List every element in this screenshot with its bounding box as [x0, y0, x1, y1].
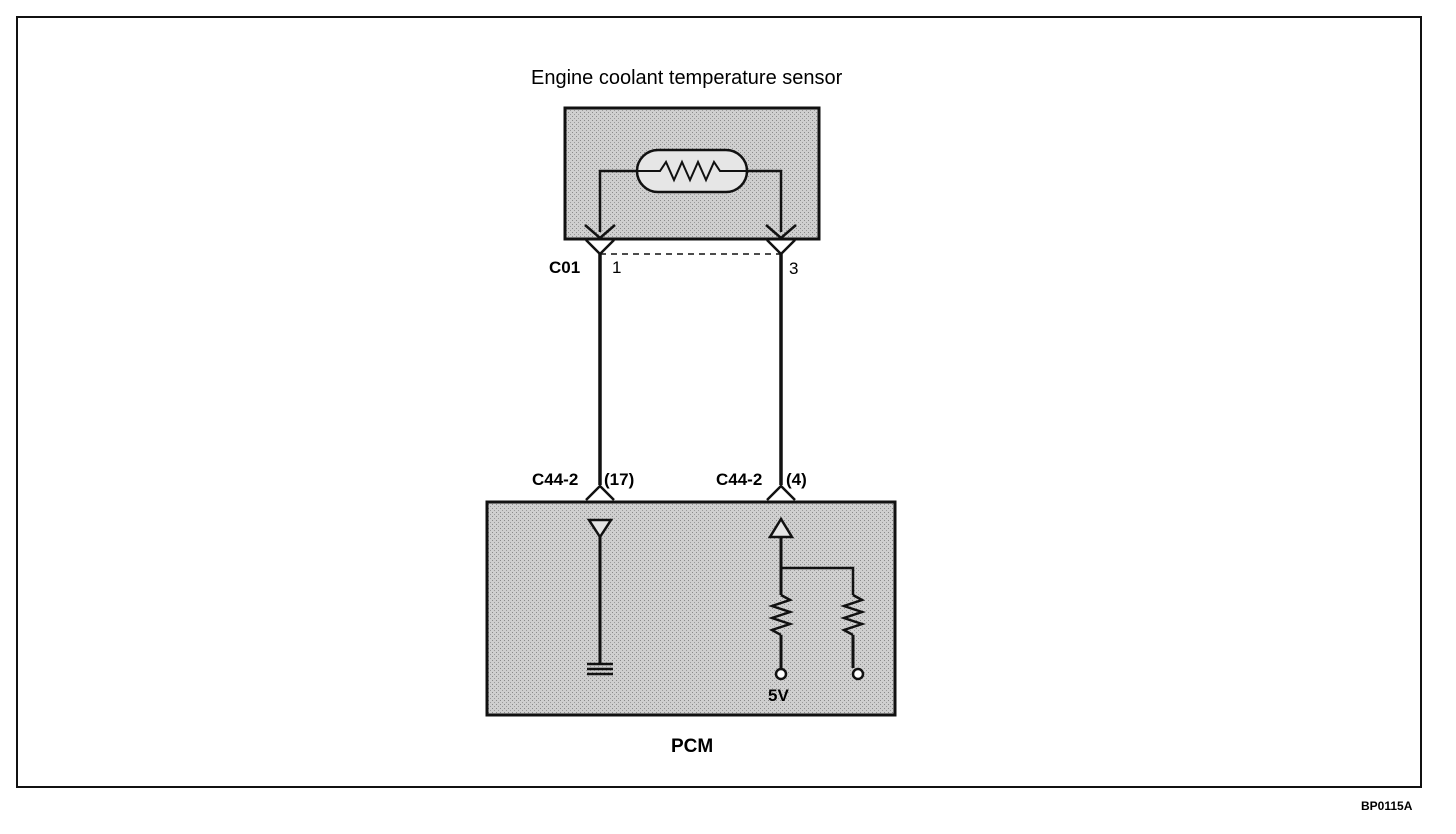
supply-terminal [774, 667, 788, 681]
pcm-branch-wire [781, 566, 855, 595]
pcm-left-connector-label: C44-2 [532, 470, 579, 489]
c01-connector-label: C01 [549, 258, 581, 277]
figure-code: BP0115A [1361, 799, 1413, 813]
second-terminal [851, 667, 865, 681]
c44-chevron-right [766, 484, 796, 501]
sensor-title: Engine coolant temperature sensor [531, 67, 843, 89]
sensor-arrow-left [584, 224, 616, 240]
pullup-resistor [768, 593, 794, 637]
c01-chevron-left [585, 239, 615, 256]
pcm-left-pin-label: (17) [604, 470, 635, 489]
pcm-right-connector-label: C44-2 [716, 470, 763, 489]
thermistor-zigzag [637, 159, 747, 183]
pcm-right-pin-label: (4) [786, 470, 807, 489]
sensor-box [563, 106, 821, 241]
pcm-box [485, 500, 897, 717]
pcm-label: PCM [671, 736, 714, 757]
c01-pin-left-label: 1 [612, 258, 622, 277]
c01-chevron-right [766, 239, 796, 256]
sensor-lead-left [598, 169, 637, 232]
pcm-input-triangle-down [586, 518, 614, 540]
supply-voltage-label: 5V [768, 686, 789, 705]
c44-chevron-left [585, 484, 615, 501]
sensor-arrow-right [765, 224, 797, 240]
diagram-frame [16, 16, 1422, 788]
sensor-lead-right [747, 169, 783, 232]
c01-pin-right-label: 3 [789, 259, 799, 278]
second-resistor [840, 593, 866, 637]
